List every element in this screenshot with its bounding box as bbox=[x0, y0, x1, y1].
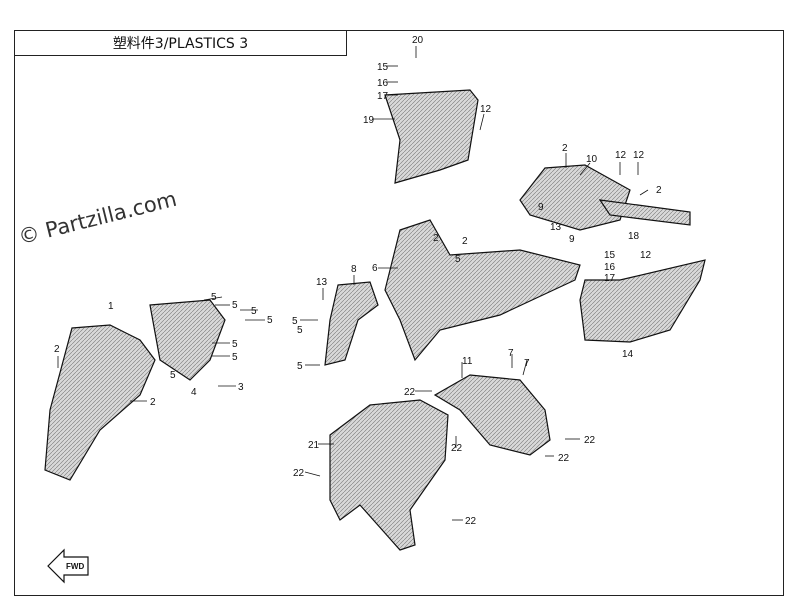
callout-20: 20 bbox=[412, 35, 424, 46]
upper-inner-panel bbox=[384, 89, 479, 184]
fwd-label: FWD bbox=[66, 562, 84, 571]
callout-11: 11 bbox=[462, 356, 473, 367]
callout-12: 12 bbox=[640, 250, 652, 261]
center-dash-panel bbox=[384, 219, 581, 362]
callout-12: 12 bbox=[633, 150, 645, 161]
callout-5: 5 bbox=[297, 361, 303, 372]
callout-2: 2 bbox=[562, 143, 568, 154]
callout-12: 12 bbox=[480, 104, 492, 115]
callout-5: 5 bbox=[232, 352, 238, 363]
callout-22: 22 bbox=[584, 435, 596, 446]
callout-5: 5 bbox=[251, 306, 257, 317]
callout-21: 21 bbox=[308, 440, 320, 451]
upper-bracket-frame bbox=[149, 299, 226, 381]
callout-7: 7 bbox=[524, 358, 530, 369]
callout-5: 5 bbox=[232, 339, 238, 350]
callout-15: 15 bbox=[377, 62, 389, 73]
callout-16: 16 bbox=[377, 78, 389, 89]
callout-17: 17 bbox=[377, 91, 389, 102]
callout-22: 22 bbox=[451, 443, 463, 454]
callout-5: 5 bbox=[267, 315, 273, 326]
callout-6: 6 bbox=[372, 263, 378, 274]
callout-2: 2 bbox=[656, 185, 662, 196]
callout-2: 2 bbox=[433, 233, 439, 244]
callout-4: 4 bbox=[191, 387, 197, 398]
callout-9: 9 bbox=[569, 234, 575, 245]
fwd-arrow-icon: FWD bbox=[47, 548, 89, 584]
front-fender bbox=[329, 399, 449, 551]
inner-fender bbox=[433, 374, 551, 456]
windscreen bbox=[44, 324, 156, 481]
callout-22: 22 bbox=[293, 468, 305, 479]
callout-13: 13 bbox=[316, 277, 328, 288]
callout-5: 5 bbox=[292, 316, 298, 327]
callout-2: 2 bbox=[150, 397, 156, 408]
callout-3: 3 bbox=[238, 382, 244, 393]
callout-2: 2 bbox=[462, 236, 468, 247]
callout-22: 22 bbox=[404, 387, 416, 398]
diagram-title: 塑料件3/PLASTICS 3 bbox=[14, 30, 347, 56]
callout-19: 19 bbox=[363, 115, 375, 126]
right-cover-arm bbox=[598, 199, 691, 226]
callout-12: 12 bbox=[615, 150, 627, 161]
callout-5: 5 bbox=[170, 370, 176, 381]
callout-9: 9 bbox=[538, 202, 544, 213]
small-bracket bbox=[324, 281, 379, 366]
callout-10: 10 bbox=[586, 154, 598, 165]
callout-13: 13 bbox=[550, 222, 562, 233]
side-panel bbox=[579, 259, 706, 343]
callout-5: 5 bbox=[297, 325, 303, 336]
callout-5: 5 bbox=[232, 300, 238, 311]
callout-16: 16 bbox=[604, 262, 616, 273]
callout-14: 14 bbox=[622, 349, 634, 360]
callout-7: 7 bbox=[508, 348, 514, 359]
callout-8: 8 bbox=[351, 264, 357, 275]
callout-2: 2 bbox=[54, 344, 60, 355]
callout-1: 1 bbox=[108, 301, 114, 312]
callout-5: 5 bbox=[211, 292, 217, 303]
callout-22: 22 bbox=[558, 453, 570, 464]
diagram-frame bbox=[14, 30, 784, 596]
callout-18: 18 bbox=[628, 231, 640, 242]
callout-5: 5 bbox=[455, 254, 461, 265]
right-cover-bracket bbox=[519, 164, 631, 231]
callout-17: 17 bbox=[604, 273, 616, 284]
callout-22: 22 bbox=[465, 516, 477, 527]
callout-15: 15 bbox=[604, 250, 616, 261]
